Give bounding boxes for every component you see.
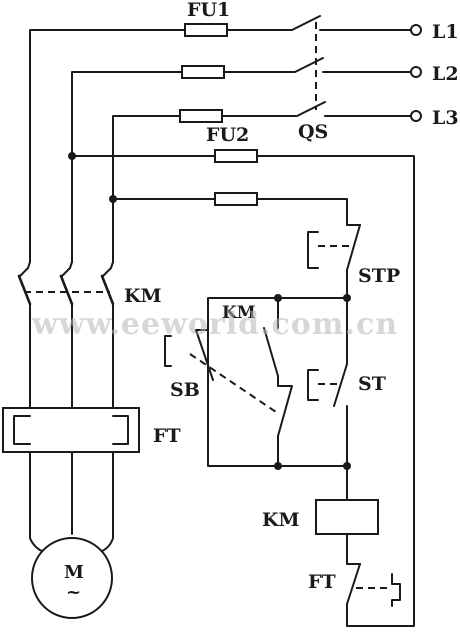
fu2-fuse-a: [214, 149, 258, 163]
label-km-main: KM: [124, 285, 162, 307]
label-st: ST: [358, 373, 386, 395]
ft-box: [2, 407, 140, 453]
label-l3: L3: [432, 107, 459, 129]
control-supply: [68, 149, 415, 627]
label-qs: QS: [298, 121, 328, 143]
label-ft-main: FT: [153, 425, 181, 447]
motor: [29, 537, 114, 619]
label-motor: M: [64, 562, 84, 583]
fu1-fuse-l2: [181, 65, 225, 79]
km-coil-box: [315, 499, 379, 535]
label-stp: STP: [358, 265, 400, 287]
label-fu2: FU2: [206, 124, 249, 146]
label-fu1: FU1: [187, 0, 230, 21]
control-branches: [164, 294, 351, 470]
fu2-fuse-b: [214, 192, 258, 206]
supply-line-l3: [112, 101, 422, 263]
st-contact: [307, 297, 351, 470]
ft-control-contact: [346, 563, 401, 627]
label-ft-control: FT: [308, 571, 336, 593]
fu1-fuse-l3: [179, 109, 223, 123]
fu1-fuse-l1: [184, 23, 228, 37]
terminal-l1: [410, 24, 422, 36]
label-motor-ac: ~: [66, 582, 81, 603]
ft-thermal-element: [2, 407, 140, 539]
label-km-coil: KM: [262, 509, 300, 531]
motor-circle: [31, 537, 113, 619]
watermark: www.eeworld.com.cn: [31, 307, 398, 342]
terminal-l2: [410, 66, 422, 78]
km-coil: [315, 465, 379, 565]
supply-line-l2: [71, 57, 422, 263]
supply-line-l1: [29, 15, 422, 263]
label-sb: SB: [170, 379, 200, 401]
km-main-contacts: [17, 261, 115, 409]
label-km-aux: KM: [222, 303, 256, 323]
terminal-l3: [410, 110, 422, 122]
label-l2: L2: [432, 63, 459, 85]
label-l1: L1: [432, 21, 459, 43]
stop-button-stp: [307, 224, 361, 299]
